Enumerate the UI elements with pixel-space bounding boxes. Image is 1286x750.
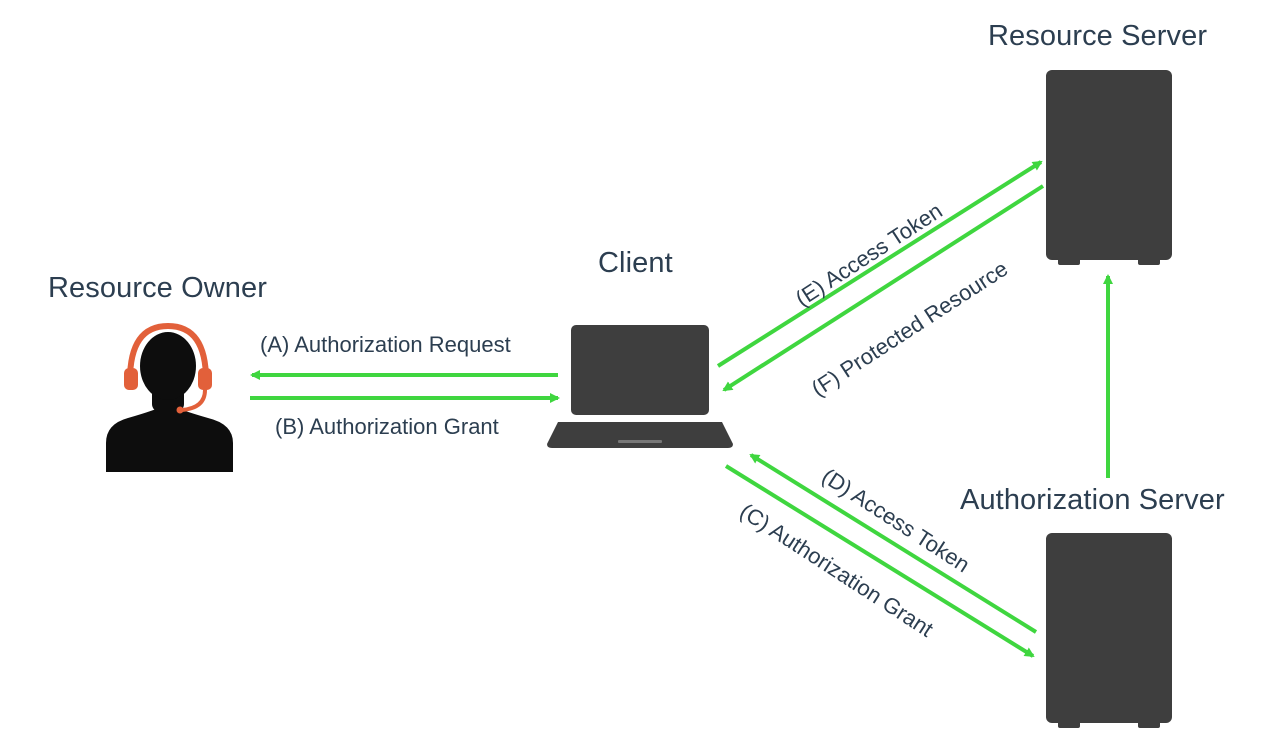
arrow-f xyxy=(722,184,1045,392)
laptop-icon xyxy=(547,325,733,448)
flow-arrows xyxy=(250,160,1113,658)
arrow-c xyxy=(724,464,1035,658)
resource-server-title: Resource Server xyxy=(988,20,1208,52)
flow-a-label: (A) Authorization Request xyxy=(260,332,511,357)
authorization-server-title: Authorization Server xyxy=(960,484,1225,516)
arrow-e xyxy=(716,160,1043,368)
flow-b-label: (B) Authorization Grant xyxy=(275,414,499,439)
laptop-screen xyxy=(571,325,709,415)
server-foot xyxy=(1138,258,1160,265)
user-headset-icon xyxy=(106,322,233,472)
headset-mic xyxy=(181,389,207,412)
server-foot xyxy=(1058,258,1080,265)
headset-left-ear xyxy=(124,368,138,390)
server-foot xyxy=(1138,721,1160,728)
authorization-server-icon xyxy=(1046,533,1172,728)
client-title: Client xyxy=(598,247,673,279)
headset-right-ear xyxy=(198,368,212,390)
server-body xyxy=(1046,533,1172,723)
user-body xyxy=(106,404,233,472)
laptop-base xyxy=(547,422,733,448)
arrow-d xyxy=(749,453,1038,634)
user-head xyxy=(140,332,196,400)
headset-band xyxy=(127,322,209,381)
server-foot xyxy=(1058,721,1080,728)
server-body xyxy=(1046,70,1172,260)
resource-server-icon xyxy=(1046,70,1172,265)
resource-owner-title: Resource Owner xyxy=(48,272,267,304)
